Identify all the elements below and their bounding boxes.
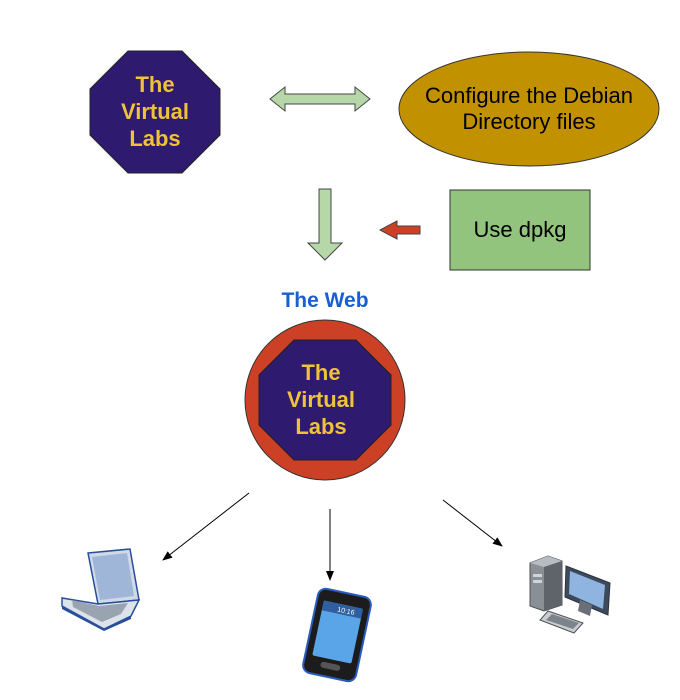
web-octagon-node — [258, 339, 392, 461]
top-node-line-2: Virtual — [120, 99, 190, 124]
bidirectional-arrow — [269, 85, 371, 113]
top-node-line-1: The — [135, 72, 175, 97]
red-left-arrow — [378, 220, 421, 240]
config-node-line-2: Directory files — [462, 109, 596, 134]
phone-screen-time: 10:16 — [336, 607, 355, 618]
config-ellipse-node — [398, 51, 660, 167]
smartphone-icon: 10:16 — [302, 587, 372, 683]
laptop-icon — [61, 548, 141, 631]
dpkg-box-node — [449, 189, 591, 271]
web-node-line-2: Virtual — [286, 387, 356, 412]
connector-to-laptop — [162, 492, 250, 561]
web-node-label: The Virtual Labs — [271, 359, 371, 440]
top-octagon-node — [89, 50, 221, 174]
web-node-line-3: Labs — [295, 414, 347, 439]
web-title: The Web — [281, 289, 369, 312]
config-node-label: Configure the Debian Directory files — [409, 83, 649, 135]
down-arrow — [306, 188, 344, 261]
top-node-label: The Virtual Labs — [105, 71, 205, 152]
top-node-line-3: Labs — [129, 126, 181, 151]
connector-to-desktop — [442, 499, 503, 547]
web-node-line-1: The — [301, 360, 341, 385]
dpkg-node-label: Use dpkg — [473, 217, 567, 242]
config-node-line-1: Configure the Debian — [425, 83, 633, 108]
desktop-computer-icon — [529, 555, 611, 634]
